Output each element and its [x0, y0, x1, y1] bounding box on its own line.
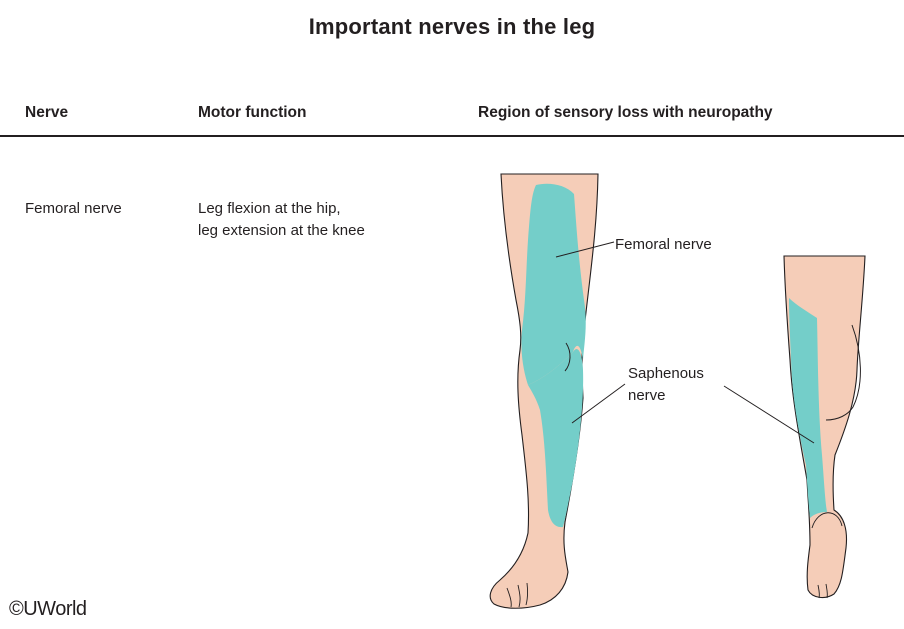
nerve-name-cell: Femoral nerve: [25, 200, 122, 217]
rear-toe-lines: [817, 583, 828, 599]
column-header-motor-function: Motor function: [198, 104, 307, 121]
front-leg-view: [489, 173, 599, 609]
heel-outline: [811, 512, 843, 529]
calf-muscle-outline: [825, 324, 861, 421]
saphenous-nerve-label-line1: Saphenous: [628, 365, 704, 382]
saphenous-leader-line-front: [571, 383, 626, 424]
column-header-sensory-region: Region of sensory loss with neuropathy: [478, 104, 773, 121]
copyright-notice: ©UWorld: [9, 598, 87, 620]
header-divider: [0, 135, 904, 137]
saphenous-leader-line-rear: [723, 385, 815, 444]
saphenous-sensory-region: [528, 349, 584, 528]
femoral-sensory-region: [521, 183, 586, 385]
foot-toe-lines: [506, 582, 529, 608]
femoral-leader-line: [555, 241, 615, 258]
column-header-nerve: Nerve: [25, 104, 69, 121]
motor-function-line: leg extension at the knee: [198, 222, 365, 239]
knee-crease-line: [564, 342, 571, 372]
motor-function-line: Leg flexion at the hip,: [198, 200, 341, 217]
rear-leg-view: [783, 255, 866, 599]
femoral-nerve-label: Femoral nerve: [615, 236, 712, 253]
rear-saphenous-sensory-region: [789, 298, 827, 518]
page-title: Important nerves in the leg: [308, 14, 596, 39]
motor-function-cell: Leg flexion at the hip, leg extension at…: [198, 198, 365, 242]
saphenous-nerve-label-line2: nerve: [628, 387, 666, 404]
